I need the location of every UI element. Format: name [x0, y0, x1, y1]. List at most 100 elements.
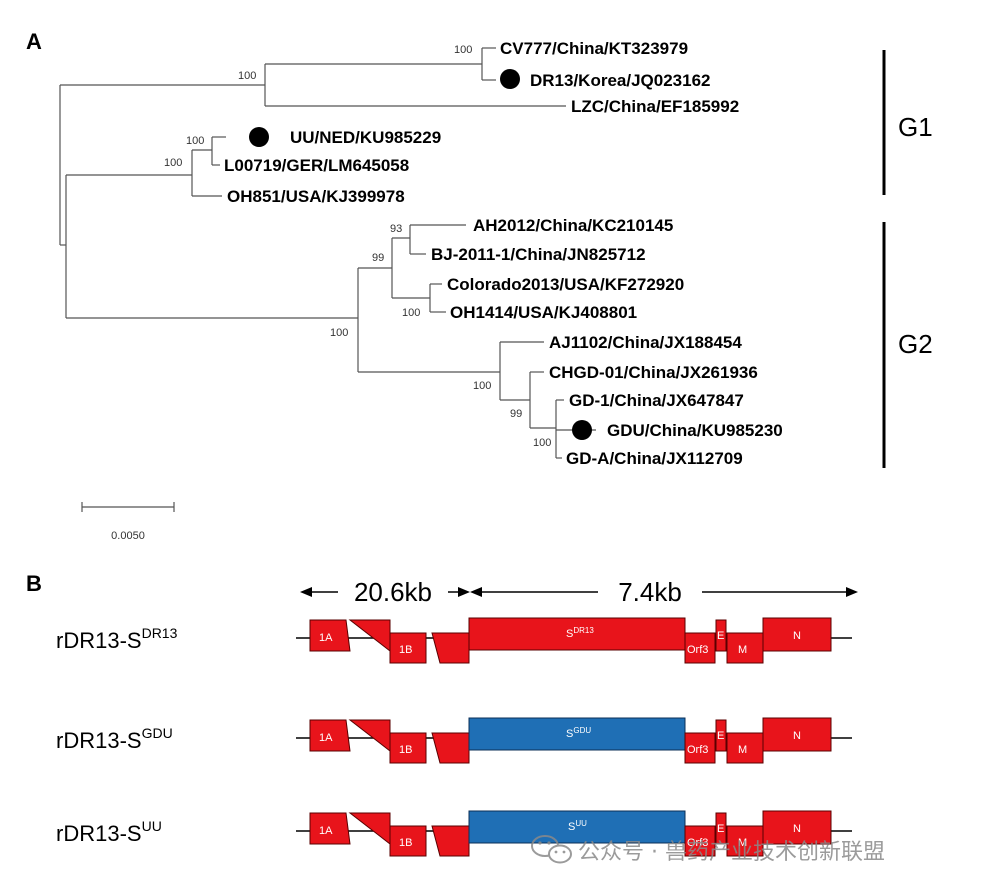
bootstrap-value: 100	[164, 157, 182, 169]
taxon-label: AJ1102/China/JX188454	[549, 333, 742, 352]
gene-n	[762, 810, 832, 845]
scale-bar: 0.0050	[81, 502, 175, 542]
gene-label-e: E	[717, 630, 724, 642]
taxon-label: L00719/GER/LM645058	[224, 156, 409, 175]
gene-label-orf3: Orf3	[687, 837, 708, 849]
taxon-label: Colorado2013/USA/KF272920	[447, 275, 684, 294]
construct-gdu: rDR13-SGDU 1A 1B SGDU Orf3 E M N	[56, 717, 852, 764]
gene-n	[762, 717, 832, 752]
panel-a-letter: A	[26, 29, 42, 54]
gene-label-orf3: Orf3	[687, 744, 708, 756]
gene-1a	[309, 619, 351, 652]
gene-1b	[389, 632, 427, 664]
watermark: 公众号 · 兽药产业技术创新联盟	[531, 835, 885, 865]
construct-dr13: rDR13-SDR13 1A 1B SDR13 Orf3 E M N	[56, 617, 852, 664]
marker-dot	[572, 420, 592, 440]
taxon-label: CHGD-01/China/JX261936	[549, 363, 758, 382]
span-label-left: 20.6kb	[354, 577, 432, 607]
bootstrap-value: 100	[186, 135, 204, 147]
gene-1a	[309, 719, 351, 752]
gene-1b-tail	[431, 732, 470, 764]
bootstrap-value: 93	[390, 223, 402, 235]
watermark-text: 公众号 · 兽药产业技术创新联盟	[578, 840, 885, 865]
gene-label-s: SUU	[568, 819, 587, 833]
arrow-head-icon	[300, 587, 312, 597]
bootstrap-value: 100	[533, 437, 551, 449]
taxa-labels: CV777/China/KT323979 DR13/Korea/JQ023162…	[224, 39, 783, 468]
arrow-head-icon	[470, 587, 482, 597]
gene-s	[468, 717, 686, 751]
gene-e	[715, 619, 727, 652]
marker-dot	[249, 127, 269, 147]
arrow-head-icon	[846, 587, 858, 597]
span-label-bg	[598, 575, 702, 607]
gene-label-m: M	[738, 837, 747, 849]
gene-1a-tail	[348, 812, 391, 846]
strain-markers	[249, 69, 592, 440]
gene-label-1a: 1A	[319, 732, 333, 744]
bootstrap-value: 100	[454, 44, 472, 56]
wechat-icon	[531, 835, 572, 864]
span-arrows: 20.6kb 7.4kb	[300, 575, 858, 607]
construct-label: rDR13-SDR13	[56, 625, 178, 653]
gene-s	[468, 617, 686, 651]
gene-e	[715, 812, 727, 845]
taxon-label: GDU/China/KU985230	[607, 421, 783, 440]
taxon-label: AH2012/China/KC210145	[473, 216, 673, 235]
gene-label-n: N	[793, 630, 801, 642]
gene-label-s: SDR13	[566, 626, 594, 640]
bootstrap-value: 100	[402, 307, 420, 319]
gene-n	[762, 617, 832, 652]
construct-label: rDR13-SUU	[56, 818, 162, 846]
gene-1b	[389, 825, 427, 857]
gene-1b-tail	[431, 632, 470, 664]
gene-label-e: E	[717, 823, 724, 835]
bootstrap-value: 100	[238, 70, 256, 82]
gene-label-1b: 1B	[399, 744, 412, 756]
gene-label-s: SGDU	[566, 726, 591, 740]
gene-label-1a: 1A	[319, 825, 333, 837]
gene-1b-tail	[431, 825, 470, 857]
gene-1a-tail	[348, 619, 391, 653]
taxon-label: GD-1/China/JX647847	[569, 391, 744, 410]
panel-b-letter: B	[26, 571, 42, 596]
gene-label-m: M	[738, 644, 747, 656]
gene-label-1b: 1B	[399, 644, 412, 656]
scale-bar-label: 0.0050	[111, 530, 145, 542]
taxon-label: CV777/China/KT323979	[500, 39, 688, 58]
gene-label-n: N	[793, 730, 801, 742]
taxon-label: UU/NED/KU985229	[290, 128, 441, 147]
bootstrap-value: 99	[510, 408, 522, 420]
construct-uu: rDR13-SUU 1A 1B SUU Orf3 E M N	[56, 810, 852, 857]
bootstrap-values: 100 100 100 100 93 99 100 100 100 99 100	[164, 44, 551, 449]
taxon-label: OH851/USA/KJ399978	[227, 187, 405, 206]
gene-1a	[309, 812, 351, 845]
gene-e	[715, 719, 727, 752]
span-label-right: 7.4kb	[618, 577, 682, 607]
gene-m	[726, 632, 764, 664]
gene-1a-tail	[348, 719, 391, 753]
gene-label-e: E	[717, 730, 724, 742]
gene-orf3	[684, 632, 716, 664]
taxon-label: OH1414/USA/KJ408801	[450, 303, 637, 322]
gene-1b	[389, 732, 427, 764]
gene-label-m: M	[738, 744, 747, 756]
taxon-label: DR13/Korea/JQ023162	[530, 71, 711, 90]
span-label-bg	[338, 575, 448, 607]
bootstrap-value: 100	[473, 380, 491, 392]
bootstrap-value: 99	[372, 252, 384, 264]
bootstrap-value: 100	[330, 327, 348, 339]
arrow-head-icon	[458, 587, 470, 597]
gene-label-n: N	[793, 823, 801, 835]
group-label-g2: G2	[898, 329, 933, 359]
group-label-g1: G1	[898, 112, 933, 142]
gene-orf3	[684, 825, 716, 857]
gene-orf3	[684, 732, 716, 764]
taxon-label: GD-A/China/JX112709	[566, 449, 743, 468]
taxon-label: BJ-2011-1/China/JN825712	[431, 245, 646, 264]
marker-dot	[500, 69, 520, 89]
gene-label-1a: 1A	[319, 632, 333, 644]
gene-label-orf3: Orf3	[687, 644, 708, 656]
taxon-label: LZC/China/EF185992	[571, 97, 739, 116]
